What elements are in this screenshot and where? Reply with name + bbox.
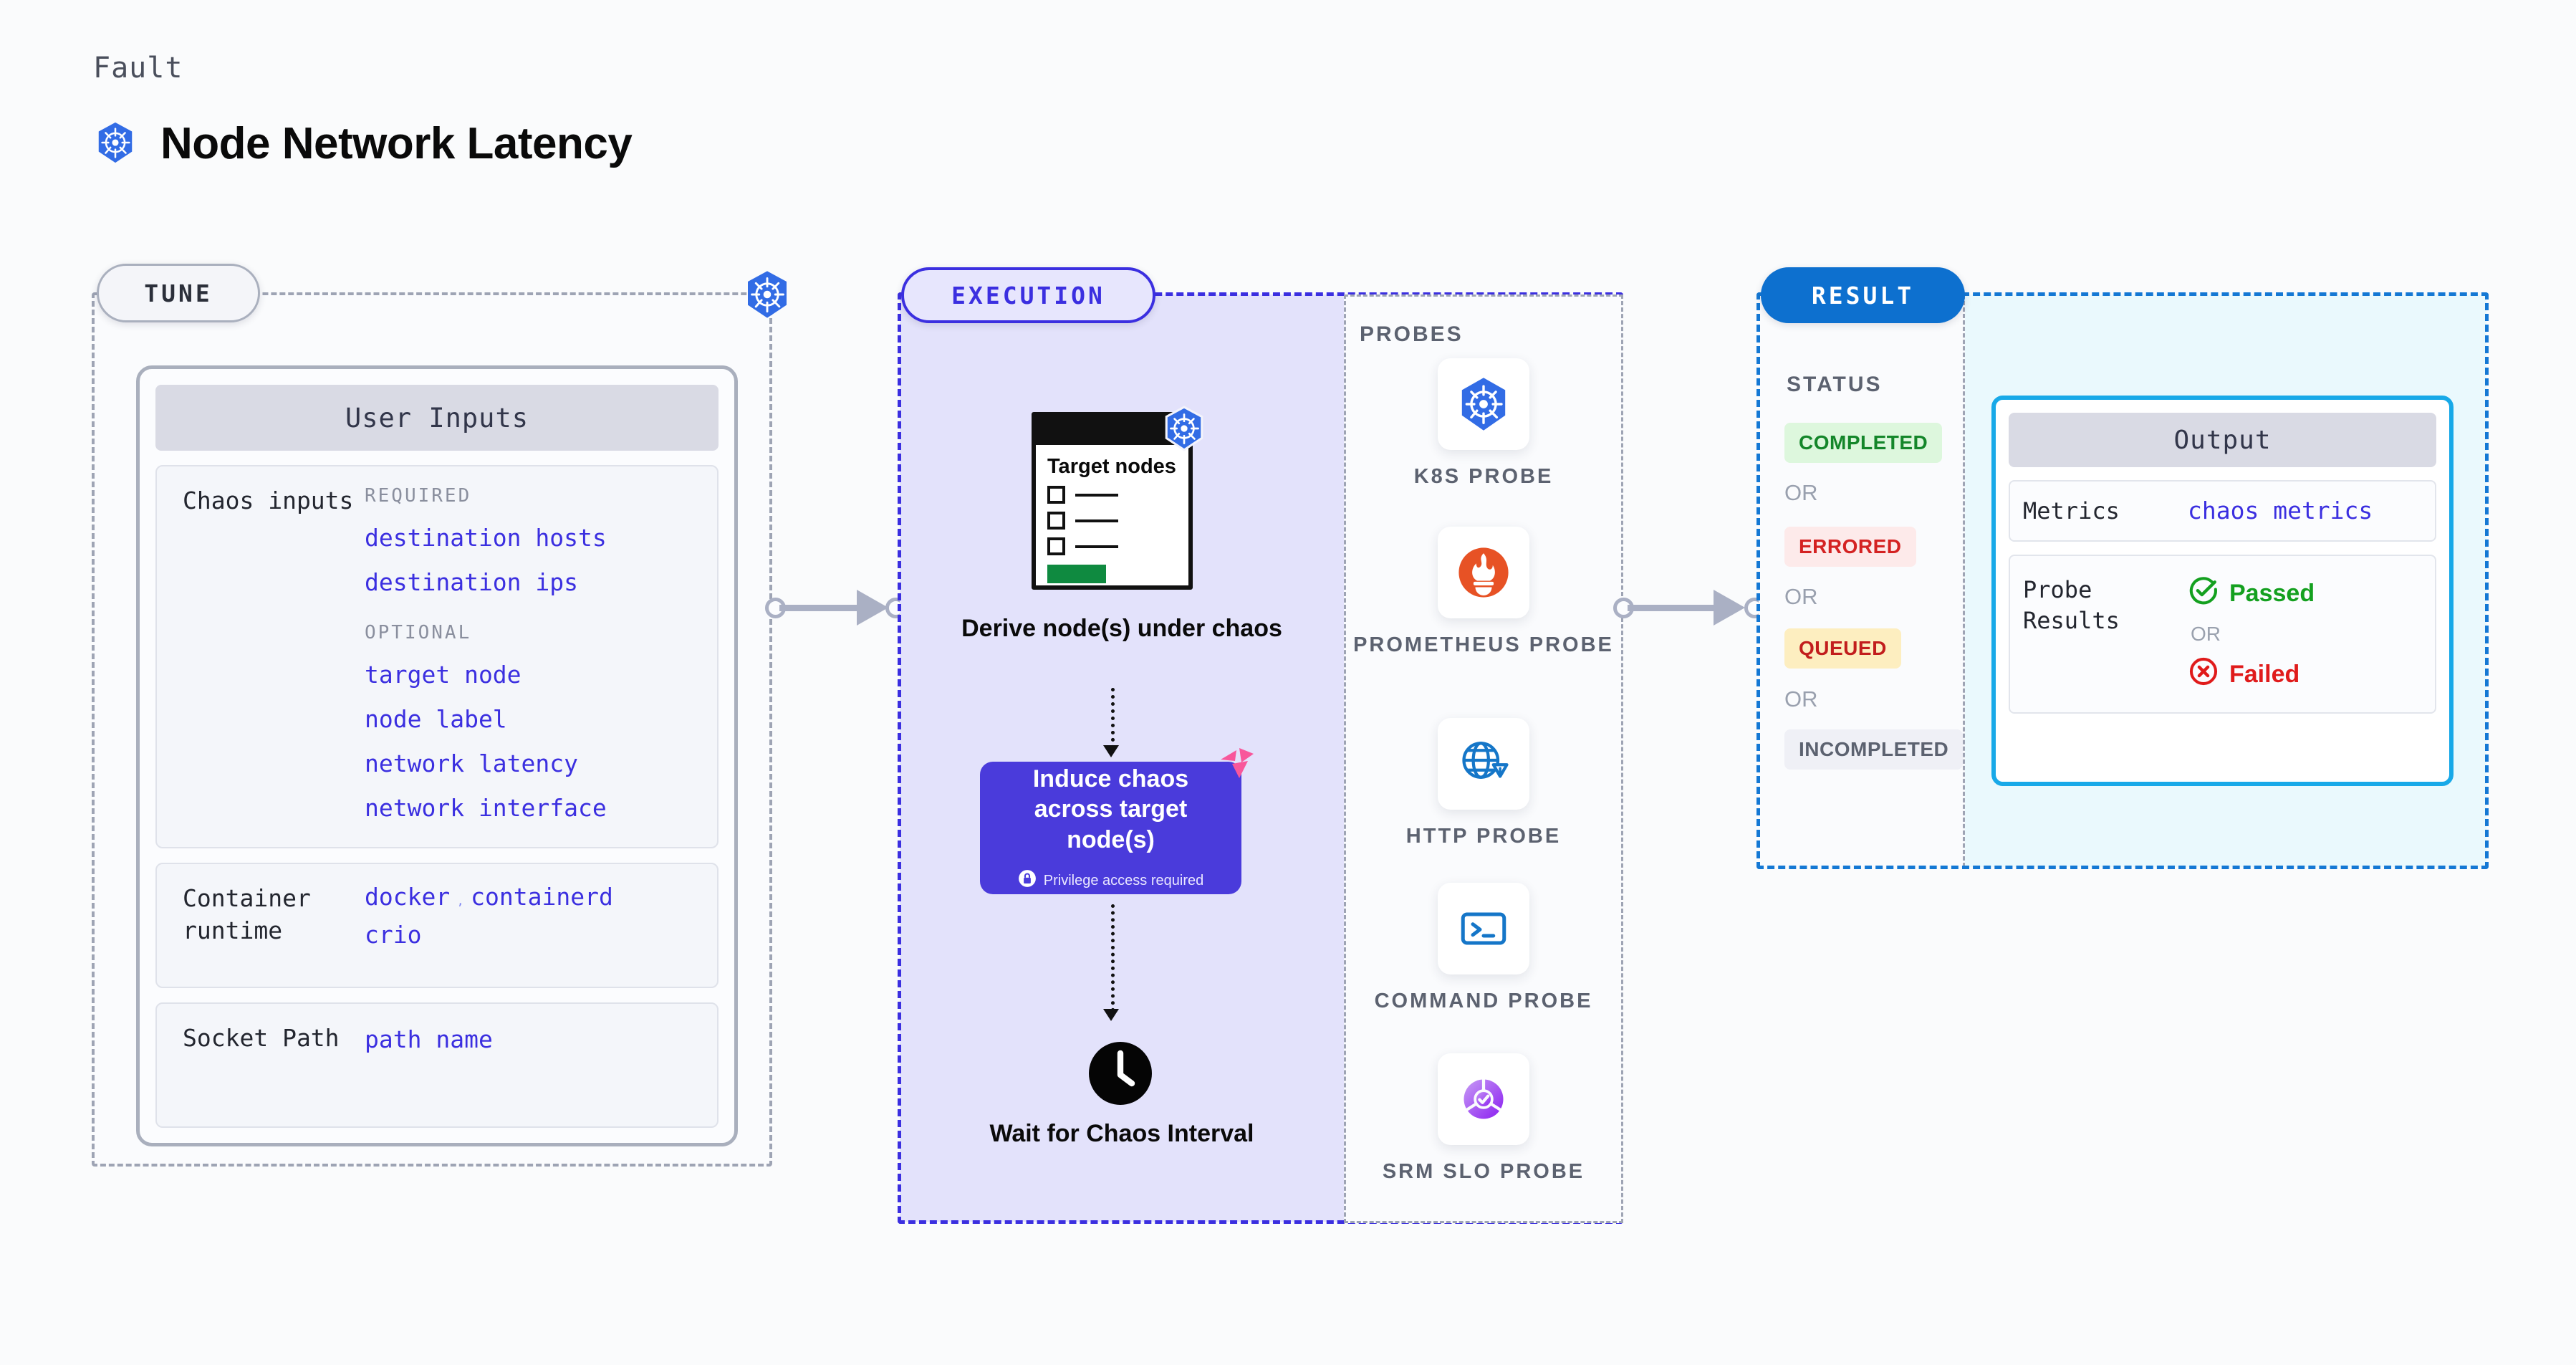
checkbox-row [1047, 512, 1177, 530]
http-globe-alert-icon [1438, 718, 1529, 810]
connector-tune-to-execution [765, 586, 907, 629]
input-network-interface[interactable]: network interface [365, 794, 607, 823]
probe-results-label: Probe Results [2023, 576, 2120, 635]
result-panel [1756, 292, 2489, 869]
status-or-2: OR [1784, 584, 1818, 609]
input-destination-ips[interactable]: destination ips [365, 568, 579, 597]
placeholder-line [1075, 493, 1118, 497]
metrics-value[interactable]: chaos metrics [2188, 496, 2373, 525]
induce-chaos-node[interactable]: Induce chaos across target node(s) Privi… [980, 762, 1241, 894]
status-or-1: OR [1784, 480, 1818, 505]
probe-results-row: Probe Results Passed OR [2009, 555, 2436, 714]
kubernetes-icon [93, 120, 138, 168]
input-destination-hosts[interactable]: destination hosts [365, 524, 607, 552]
checkbox-icon[interactable] [1047, 486, 1065, 504]
prometheus-icon [1438, 527, 1529, 618]
container-runtime-label: Container runtime [183, 884, 311, 944]
container-runtime-row: Container runtime docker , containerd cr… [155, 863, 719, 988]
probe-result-failed: Failed [2188, 656, 2315, 694]
lock-icon [1018, 869, 1037, 892]
socket-path-row: Socket Path path name [155, 1002, 719, 1128]
status-bar [1047, 565, 1106, 584]
probe-prometheus-label: PROMETHEUS PROBE [1353, 633, 1614, 656]
probe-prometheus[interactable]: PROMETHEUS PROBE [1344, 527, 1623, 659]
privilege-note-text: Privilege access required [1043, 872, 1204, 889]
fault-kicker: Fault [93, 52, 183, 85]
flow-arrow-derive-to-induce [1111, 688, 1115, 749]
kubernetes-icon [1438, 358, 1529, 450]
induce-chaos-title: Induce chaos across target node(s) [1032, 765, 1189, 853]
checkbox-row [1047, 537, 1177, 556]
runtime-docker[interactable]: docker [365, 883, 451, 911]
socket-path-label: Socket Path [183, 1024, 340, 1052]
output-title: Output [2009, 413, 2436, 467]
status-or-3: OR [1784, 686, 1818, 712]
probe-k8s-label: K8S PROBE [1413, 465, 1554, 488]
page-title: Node Network Latency [93, 118, 633, 169]
checkbox-icon[interactable] [1047, 537, 1065, 556]
flow-arrowhead [1103, 745, 1119, 757]
check-circle-icon [2188, 575, 2219, 613]
required-group-title: REQUIRED [365, 485, 472, 507]
user-inputs-card: User Inputs Chaos inputs REQUIRED destin… [136, 365, 738, 1146]
input-target-node[interactable]: target node [365, 660, 522, 689]
status-badge-incompleted: INCOMPLETED [1784, 729, 1964, 770]
input-node-label[interactable]: node label [365, 704, 507, 733]
output-card: Output Metrics chaos metrics Probe Resul… [1991, 396, 2454, 786]
runtime-containerd[interactable]: containerd [471, 883, 613, 911]
metrics-label: Metrics [2023, 497, 2120, 525]
kubernetes-icon [1160, 405, 1208, 452]
placeholder-line [1075, 519, 1118, 522]
target-nodes-title: Target nodes [1047, 455, 1176, 478]
card-titlebar [1036, 416, 1188, 445]
user-inputs-title: User Inputs [155, 385, 719, 451]
kubernetes-icon [741, 269, 793, 320]
target-nodes-card: Target nodes [1032, 412, 1193, 590]
placeholder-line [1075, 545, 1118, 548]
probe-srm-slo[interactable]: SRM SLO PROBE [1344, 1053, 1623, 1186]
input-network-latency[interactable]: network latency [365, 749, 579, 778]
optional-group-title: OPTIONAL [365, 621, 472, 643]
probe-command-label: COMMAND PROBE [1374, 990, 1593, 1012]
status-badge-completed: COMPLETED [1784, 423, 1943, 463]
privilege-note: Privilege access required [1018, 869, 1203, 892]
metrics-row: Metrics chaos metrics [2009, 480, 2436, 542]
x-circle-icon [2188, 656, 2219, 694]
probe-srm-slo-label: SRM SLO PROBE [1382, 1160, 1585, 1183]
wait-interval-caption: Wait for Chaos Interval [989, 1120, 1254, 1147]
result-pill-label[interactable]: RESULT [1761, 267, 1965, 323]
flow-arrow-induce-to-wait [1111, 904, 1115, 1012]
runtime-crio[interactable]: crio [365, 921, 422, 949]
srm-slo-icon [1438, 1053, 1529, 1145]
clock-icon [1086, 1039, 1155, 1108]
litmus-logo-icon [1218, 747, 1255, 781]
status-badge-queued: QUEUED [1784, 628, 1901, 669]
probe-result-passed: Passed [2188, 575, 2315, 613]
runtime-separator: , [456, 894, 464, 908]
probe-k8s[interactable]: K8S PROBE [1344, 358, 1623, 491]
checkbox-row [1047, 486, 1177, 504]
passed-label: Passed [2229, 580, 2315, 607]
terminal-icon [1438, 883, 1529, 974]
checkbox-icon[interactable] [1047, 512, 1065, 530]
derive-nodes-caption: Derive node(s) under chaos [961, 615, 1282, 642]
probes-title: PROBES [1360, 322, 1464, 346]
socket-path-value[interactable]: path name [365, 1025, 493, 1053]
execution-pill-label[interactable]: EXECUTION [901, 267, 1155, 323]
chaos-inputs-row: Chaos inputs REQUIRED destination hosts … [155, 465, 719, 848]
probe-command[interactable]: COMMAND PROBE [1344, 883, 1623, 1015]
status-badge-errored: ERRORED [1784, 527, 1916, 567]
probe-http[interactable]: HTTP PROBE [1344, 718, 1623, 851]
flow-arrowhead [1103, 1009, 1119, 1021]
tune-pill-label[interactable]: TUNE [97, 264, 260, 322]
status-title: STATUS [1787, 373, 1883, 396]
page-title-text: Node Network Latency [160, 119, 633, 168]
connector-execution-to-result [1613, 586, 1767, 629]
chaos-inputs-label: Chaos inputs [183, 487, 354, 514]
failed-label: Failed [2229, 661, 2300, 688]
probe-http-label: HTTP PROBE [1405, 825, 1562, 848]
result-status-column [1759, 294, 1965, 867]
probe-result-or: OR [2191, 623, 2221, 645]
